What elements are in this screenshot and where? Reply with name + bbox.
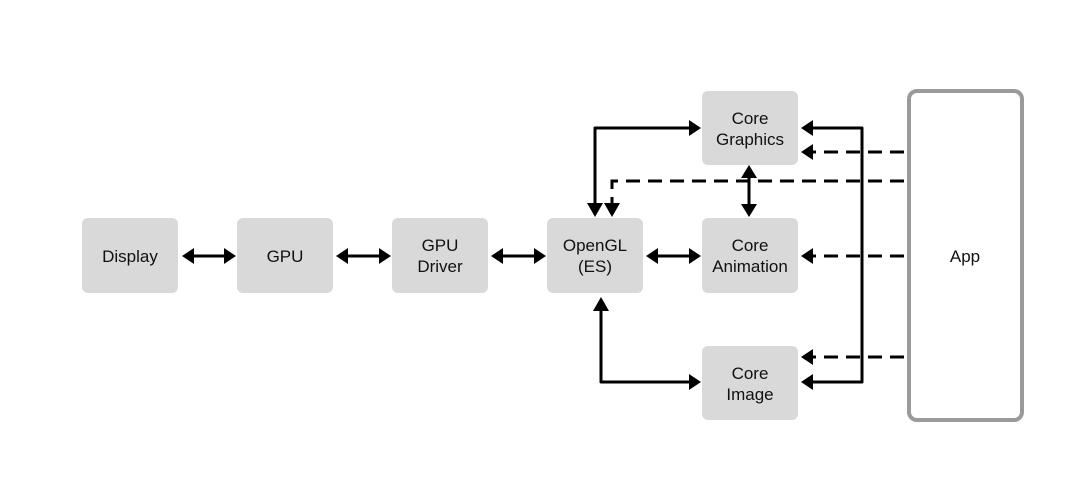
core-image-label-line1: Core xyxy=(732,364,769,383)
gpu-node: GPU xyxy=(237,218,333,293)
display-label: Display xyxy=(102,247,158,266)
gpu-driver-label-line2: Driver xyxy=(417,257,463,276)
gpu-driver-box xyxy=(392,218,488,293)
opengl-label-line1: OpenGL xyxy=(563,236,627,255)
arrowhead-to-opengl-bottom xyxy=(593,297,609,311)
core-graphics-label-line1: Core xyxy=(732,109,769,128)
core-graphics-box xyxy=(702,91,798,165)
arrowhead-app-to-core-image xyxy=(801,349,813,365)
arrowhead-to-core-image xyxy=(689,374,701,390)
core-graphics-label-line2: Graphics xyxy=(716,130,784,149)
app-label: App xyxy=(950,247,980,266)
arrowhead-to-gpu-driver xyxy=(379,248,391,264)
core-animation-box xyxy=(702,218,798,293)
arrowhead-bus-to-core-image xyxy=(801,374,813,390)
arrowhead-app-to-core-animation xyxy=(801,248,813,264)
arrowhead-to-core-graphics-bottom xyxy=(741,165,757,178)
app-node: App xyxy=(907,89,1024,422)
arrowhead-to-core-animation-top xyxy=(741,204,757,217)
gpu-box xyxy=(237,218,333,293)
arrowhead-to-gpu-driver-right xyxy=(491,248,503,264)
core-animation-label-line1: Core xyxy=(732,236,769,255)
opengl-graphics-connector xyxy=(593,126,689,206)
opengl-box xyxy=(547,218,643,293)
arrowhead-to-gpu xyxy=(224,248,236,264)
gpu-driver-node: GPU Driver xyxy=(392,218,488,293)
arrowhead-to-opengl-right xyxy=(646,248,658,264)
arrowhead-bus-to-core-graphics xyxy=(801,120,813,136)
core-image-node: Core Image xyxy=(702,346,798,420)
arrowhead-to-core-graphics xyxy=(689,120,701,136)
arrowhead-to-opengl xyxy=(534,248,546,264)
arrowhead-app-to-core-graphics xyxy=(801,144,813,160)
display-node: Display xyxy=(82,218,178,293)
opengl-image-connector xyxy=(599,310,689,384)
gpu-label: GPU xyxy=(267,247,304,266)
graphics-image-bus xyxy=(813,126,864,384)
gpu-driver-label-line1: GPU xyxy=(422,236,459,255)
display-box xyxy=(82,218,178,293)
arrowhead-app-to-opengl xyxy=(604,203,620,217)
core-animation-node: Core Animation xyxy=(702,218,798,293)
connectors xyxy=(182,120,904,390)
arrowhead-to-gpu-left xyxy=(336,248,348,264)
arrowhead-to-display xyxy=(182,248,194,264)
core-animation-label-line2: Animation xyxy=(712,257,788,276)
opengl-node: OpenGL (ES) xyxy=(547,218,643,293)
arrowhead-to-opengl-top-left xyxy=(587,203,603,217)
opengl-label-line2: (ES) xyxy=(578,257,612,276)
app-box xyxy=(907,89,1024,422)
core-image-label-line2: Image xyxy=(726,385,773,404)
core-graphics-node: Core Graphics xyxy=(702,91,798,165)
app-opengl-dashed xyxy=(610,179,904,206)
arrowhead-to-core-animation xyxy=(689,248,701,264)
core-image-box xyxy=(702,346,798,420)
